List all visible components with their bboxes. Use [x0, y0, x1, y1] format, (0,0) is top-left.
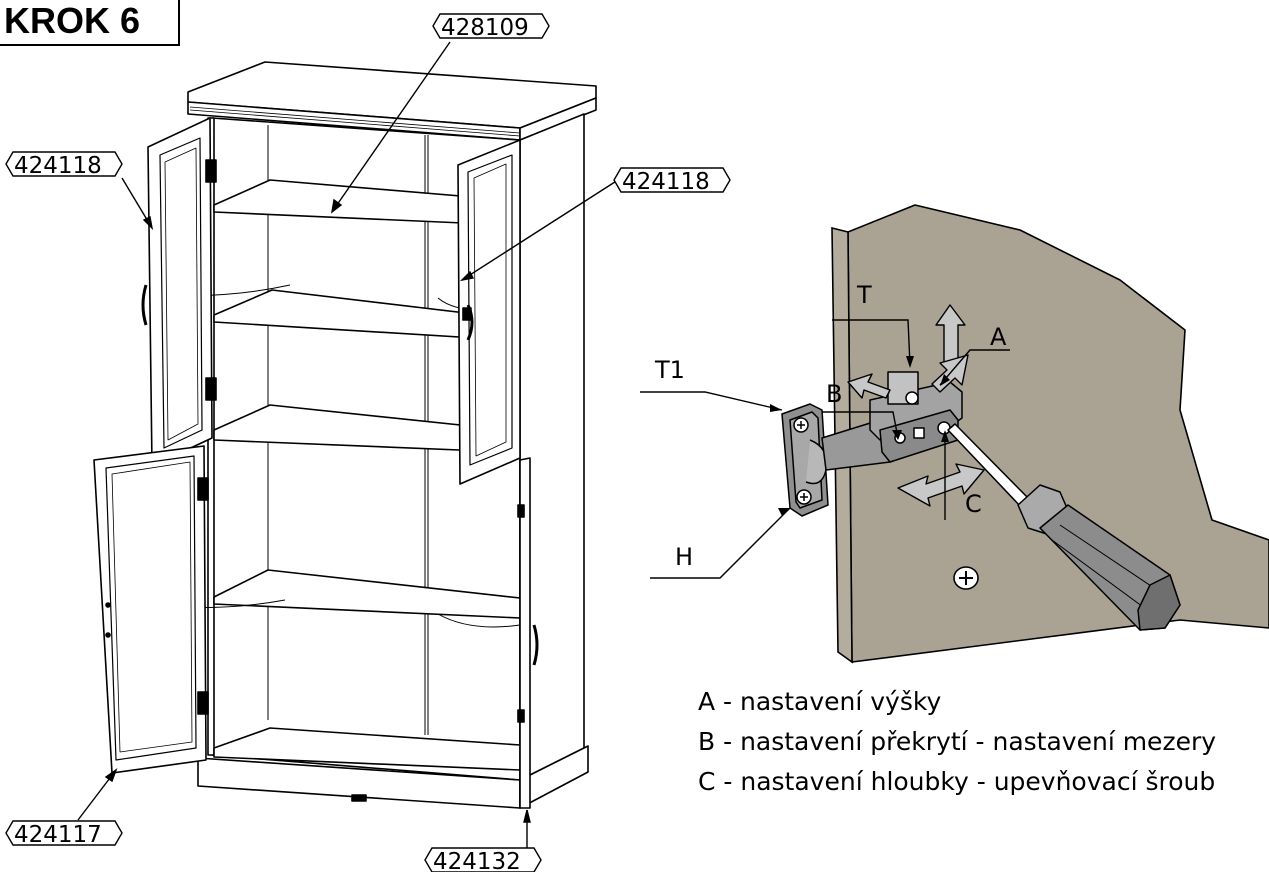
tag-top-shelf-text: 428109 — [441, 15, 529, 41]
tag-door-right-lower-text: 424132 — [433, 849, 521, 872]
tag-door-left-lower-text: 424117 — [14, 822, 102, 848]
door-left-lower — [93, 445, 207, 774]
label-a: A — [990, 323, 1007, 351]
panel-screw-icon — [953, 566, 979, 590]
cabinet — [93, 61, 597, 809]
tag-door-left-upper-text: 424118 — [14, 153, 102, 179]
label-c: C — [965, 490, 982, 518]
legend-item-b: B - nastavení překrytí - nastavení mezer… — [698, 727, 1217, 756]
step-title: KROK 6 — [4, 0, 141, 41]
arrow-left-icon — [847, 373, 891, 399]
tag-top-shelf: 428109 — [432, 13, 550, 41]
tag-leaders — [77, 41, 619, 848]
label-t: T — [856, 281, 872, 309]
tag-door-right-upper: 424118 — [613, 167, 731, 195]
hinge-detail: T T1 A B C H — [640, 204, 1269, 664]
label-h: H — [675, 543, 693, 571]
mounting-plate — [781, 403, 829, 517]
tag-door-right-lower: 424132 — [424, 847, 542, 872]
door-left-upper — [147, 117, 213, 467]
legend-item-a: A - nastavení výšky — [698, 687, 942, 716]
tag-door-right-upper-text: 424118 — [622, 169, 710, 195]
step-title-box: KROK 6 — [0, 0, 180, 46]
door-right-upper — [457, 139, 521, 485]
label-b: B — [826, 380, 842, 408]
label-t1: T1 — [654, 356, 685, 384]
tag-door-left-upper: 424118 — [5, 151, 123, 179]
adjust-arrows — [847, 304, 985, 507]
label-leaders — [640, 319, 1010, 579]
legend-item-c: C - nastavení hloubky - upevňovací šroub — [698, 767, 1216, 796]
hinge-marks — [197, 159, 525, 723]
part-tags: 428109 424118 424118 424117 424132 — [5, 13, 731, 872]
arrow-depth-icon — [897, 463, 985, 507]
tag-door-left-lower: 424117 — [5, 820, 123, 848]
screwdriver-icon — [947, 423, 1181, 631]
